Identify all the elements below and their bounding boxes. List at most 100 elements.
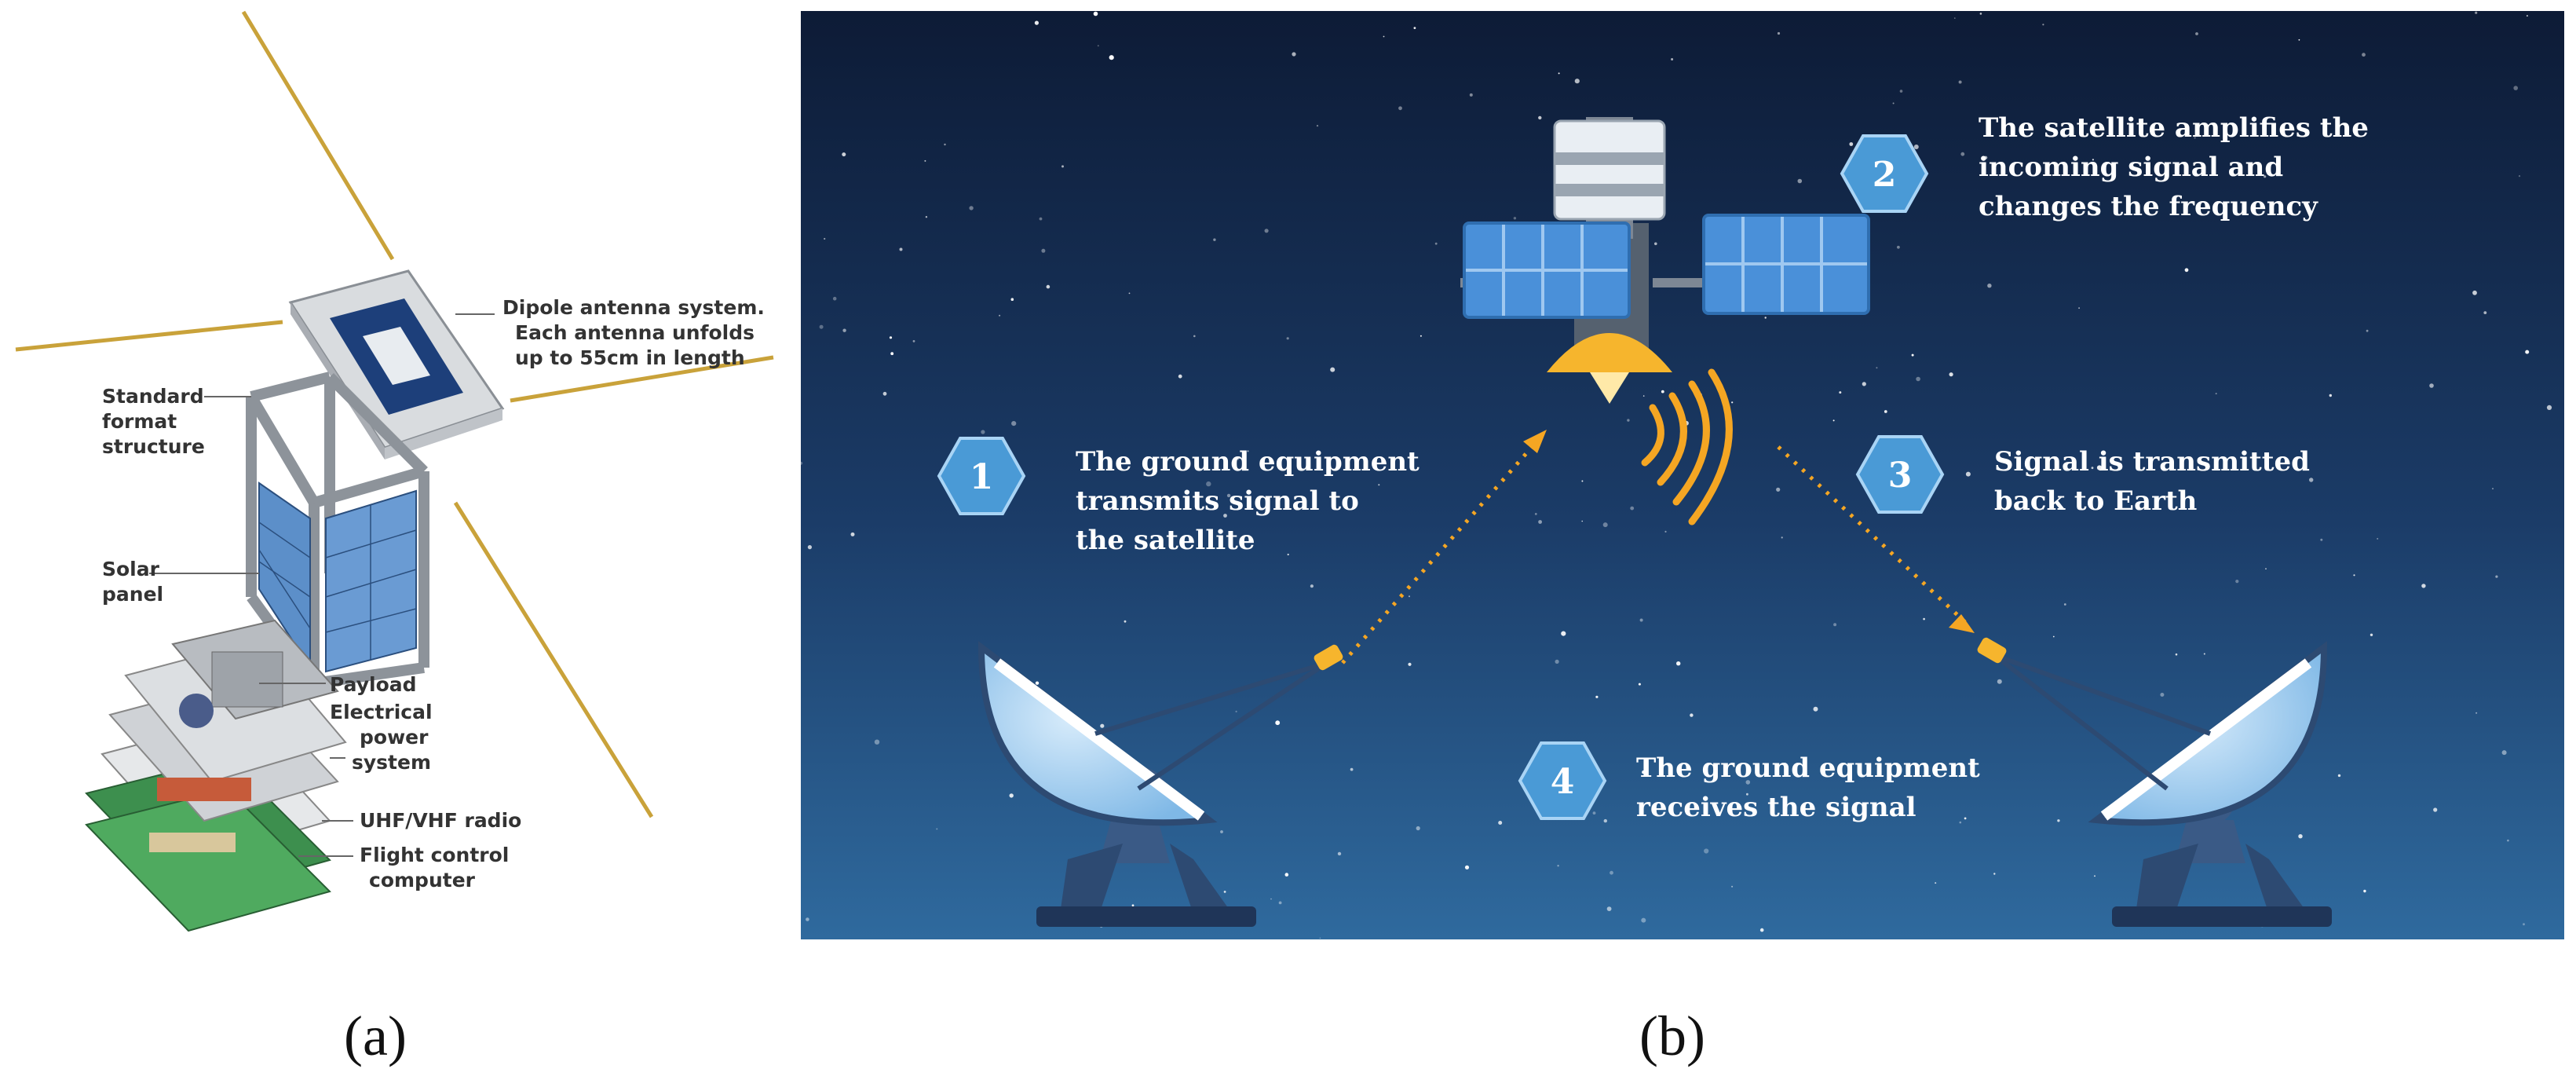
star <box>882 391 887 396</box>
star <box>2320 538 2323 541</box>
label-structure-line3: structure <box>102 435 205 458</box>
star <box>1781 536 1783 539</box>
standard-format-structure <box>246 372 429 689</box>
star <box>2495 575 2498 578</box>
label-structure-line2: format <box>102 410 177 433</box>
star <box>1206 481 1211 487</box>
star <box>2526 15 2528 17</box>
star <box>1247 450 1249 452</box>
star <box>2096 465 2103 470</box>
star <box>1223 514 1227 518</box>
star <box>2160 693 2165 697</box>
star <box>1813 706 1818 712</box>
label-eps-line3: system <box>352 751 431 774</box>
star <box>1638 683 1641 686</box>
star <box>1131 904 1135 907</box>
star <box>1237 458 1239 460</box>
star <box>2518 175 2521 178</box>
star <box>1039 217 1043 221</box>
cubesat-exploded-diagram: Dipole antenna system. Each antenna unfo… <box>15 10 774 932</box>
star <box>1538 520 1542 524</box>
antenna-rod-down <box>453 501 654 818</box>
antenna-rod-right <box>510 355 774 403</box>
label-structure-line1: Standard <box>102 385 204 408</box>
star <box>2078 307 2080 309</box>
star <box>1690 713 1694 717</box>
star <box>1923 617 1925 621</box>
star <box>1046 284 1050 289</box>
step-1-badge: 1 <box>937 437 1026 515</box>
star <box>1832 419 1835 422</box>
star <box>1603 818 1607 823</box>
star <box>1193 335 1196 338</box>
star <box>1654 242 1657 246</box>
star <box>1226 493 1231 498</box>
star <box>1408 662 1412 666</box>
star <box>1420 335 1422 337</box>
star <box>1704 848 1709 854</box>
star <box>2203 653 2205 655</box>
step-2-number: 2 <box>1873 155 1897 195</box>
star <box>2433 807 2438 812</box>
star <box>1330 367 1336 372</box>
star <box>1949 372 1953 377</box>
star <box>1916 376 1920 382</box>
star <box>1270 898 1272 900</box>
leader-lines <box>149 313 495 857</box>
star <box>874 739 880 745</box>
star <box>1178 374 1182 379</box>
star <box>1292 52 1296 57</box>
step-2-text-line3: changes the frequency <box>1979 191 2318 222</box>
step-1-text-line3: the satellite <box>1076 525 1255 556</box>
star <box>2429 383 2434 388</box>
star <box>1979 13 1982 15</box>
star <box>889 336 893 339</box>
star <box>1731 401 1734 404</box>
star <box>2264 175 2267 178</box>
star <box>2309 478 2314 482</box>
star <box>1913 145 1919 149</box>
star <box>1278 901 1282 905</box>
star <box>2475 11 2478 14</box>
star <box>806 917 809 921</box>
star <box>2366 329 2369 332</box>
star <box>969 206 974 211</box>
step-1-number: 1 <box>970 457 994 497</box>
star <box>2265 568 2267 569</box>
star <box>2057 819 2060 822</box>
star <box>1416 826 1420 831</box>
star <box>1557 865 1559 867</box>
star <box>1959 821 1962 824</box>
step-4-text-line2: receives the signal <box>1636 792 1916 823</box>
downlink-arrowhead <box>1949 614 1975 633</box>
star <box>2329 394 2332 397</box>
star <box>1984 156 1988 159</box>
star <box>1409 595 1410 598</box>
star <box>1676 661 1681 666</box>
star <box>2298 834 2303 839</box>
star <box>2513 86 2518 90</box>
step-2-text-line1: The satellite amplifies the <box>1979 112 2369 144</box>
star <box>2091 467 2094 470</box>
star <box>1911 353 1914 357</box>
star <box>1642 395 1645 397</box>
star <box>1671 58 1674 60</box>
star <box>1641 917 1646 923</box>
star <box>824 237 826 240</box>
label-fcc-line1: Flight control <box>360 844 509 866</box>
star <box>1010 298 1014 302</box>
star <box>2042 24 2044 26</box>
star <box>1378 484 1380 486</box>
star <box>1958 80 1962 84</box>
step-3-text-line1: Signal is transmitted <box>1994 446 2310 478</box>
star <box>1954 17 1956 19</box>
caption-b: (b) <box>1639 1005 1705 1067</box>
step-4-number: 4 <box>1551 762 1575 802</box>
star <box>2215 393 2217 395</box>
star <box>2523 923 2525 926</box>
star <box>1128 292 1131 295</box>
star <box>1220 830 1223 833</box>
payload-and-boards-stack <box>85 619 347 932</box>
star <box>801 461 803 465</box>
label-solar-line1: Solar <box>102 558 160 580</box>
